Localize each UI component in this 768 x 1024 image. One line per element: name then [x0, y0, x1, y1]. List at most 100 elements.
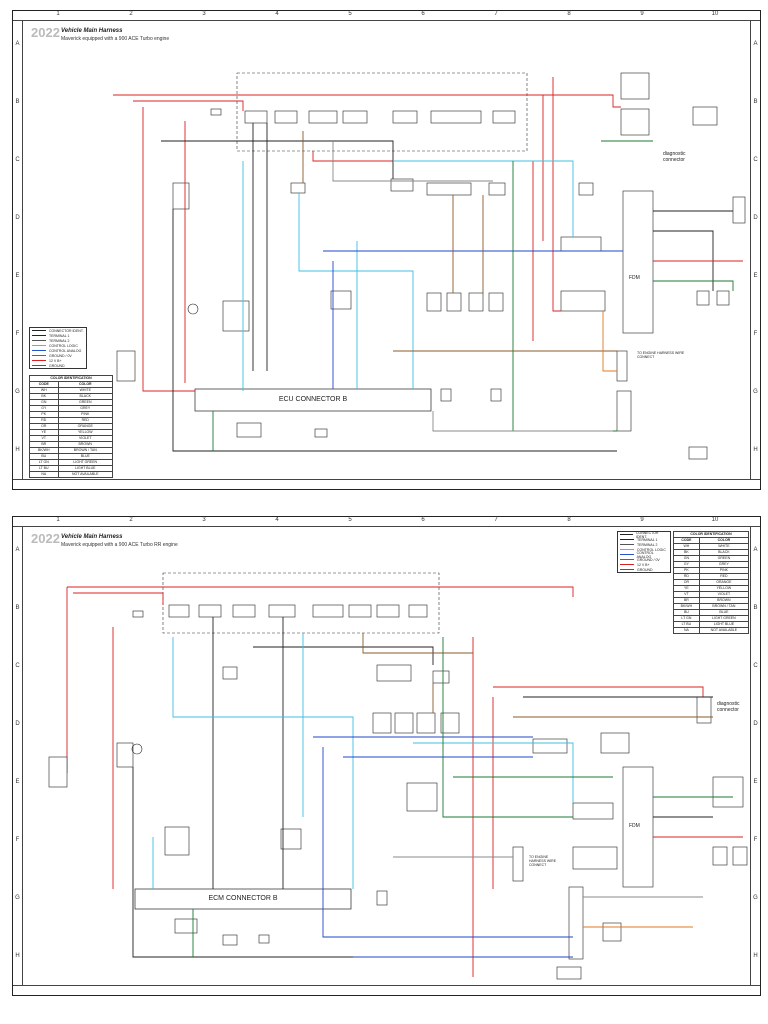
edge-connector — [716, 290, 730, 306]
engine-harness-note: TO ENGINE HARNESS WIRE CONNECT — [529, 855, 557, 867]
edge-connector — [712, 776, 744, 808]
column-number: 3 — [202, 517, 206, 523]
column-number: 2 — [129, 11, 133, 17]
module-connector — [406, 782, 438, 812]
module-connector — [572, 802, 614, 820]
small-connector — [132, 610, 144, 618]
column-number: 5 — [348, 11, 352, 17]
legend-label: TERMINAL 2 — [637, 542, 658, 547]
row-letter: C — [15, 157, 20, 163]
row-letter: C — [15, 663, 20, 669]
table-cell: NA — [29, 471, 59, 478]
module-connector — [532, 738, 568, 754]
bottom-connector — [314, 428, 328, 438]
sensor-connector — [468, 292, 484, 312]
legend-label: GROUND / 0V — [637, 557, 660, 562]
diagram-sheet-1: 1 2 3 4 5 6 7 8 9 10 A B C D E F G H A B… — [12, 10, 761, 490]
legend-swatch — [620, 538, 634, 541]
column-number: 7 — [494, 11, 498, 17]
legend-label: CONTROL LOGIC — [637, 547, 666, 552]
legend-label: GROUND — [637, 567, 653, 572]
row-letter: C — [753, 157, 758, 163]
column-number: 5 — [348, 517, 352, 523]
row-letter: B — [15, 99, 20, 105]
legend-swatch — [620, 568, 634, 571]
sensor-connector — [394, 712, 414, 734]
legend-item: CONNECTOR IDENT. — [30, 328, 86, 333]
sensor-connector — [330, 290, 352, 310]
ground-block — [512, 846, 524, 882]
sheet-title: Vehicle Main Harness — [61, 28, 123, 34]
battery-symbol — [116, 350, 136, 382]
legend-swatch — [32, 364, 46, 367]
relay-connector — [244, 110, 268, 124]
wire-legend: CONNECTOR IDENT. TERMINAL 1 TERMINAL 2 C… — [617, 531, 671, 573]
row-letter: H — [15, 953, 20, 959]
column-number: 7 — [494, 517, 498, 523]
legend-swatch — [32, 329, 46, 332]
sheet-title: Vehicle Main Harness — [61, 534, 123, 540]
legend-item: GROUND / 0V — [618, 557, 670, 562]
relay-connector — [232, 604, 256, 618]
row-letter: E — [753, 779, 758, 785]
ecm-connector-box — [134, 888, 352, 910]
row-letter: B — [753, 605, 758, 611]
module-connector — [572, 846, 618, 870]
legend-label: CONTROL ANALOG — [49, 348, 82, 353]
row-letter: G — [15, 389, 20, 395]
edge-connector — [732, 196, 746, 224]
column-number: 10 — [711, 11, 719, 17]
sheet-subtitle: Maverick equipped with a 900 ACE Turbo R… — [61, 542, 178, 548]
legend-label: GROUND / 0V — [49, 353, 72, 358]
bottom-connector — [236, 422, 262, 438]
legend-label: CONTROL LOGIC — [49, 343, 78, 348]
row-letter: D — [753, 215, 758, 221]
relay-connector — [168, 604, 190, 618]
module-connector — [222, 300, 250, 332]
row-letter: C — [753, 663, 758, 669]
row-letter: D — [753, 721, 758, 727]
year-label: 2022 — [31, 531, 60, 546]
mid-connector — [578, 182, 594, 196]
row-letter: H — [15, 447, 20, 453]
fdm-label: FDM — [629, 823, 640, 829]
fuse-box-outline — [236, 72, 528, 152]
starter-motor-symbol — [131, 743, 143, 755]
sensor-connector — [416, 712, 436, 734]
column-number: 3 — [202, 11, 206, 17]
relay-connector — [348, 604, 372, 618]
legend-swatch — [620, 543, 634, 546]
legend-swatch — [32, 344, 46, 347]
column-number: 6 — [421, 11, 425, 17]
bottom-connector — [688, 446, 708, 460]
starter-connector — [172, 182, 190, 210]
bottom-connector — [556, 966, 582, 980]
row-letter: D — [15, 215, 20, 221]
relay-connector — [274, 110, 298, 124]
relay-connector — [198, 604, 222, 618]
column-number: 9 — [640, 11, 644, 17]
legend-item: CONTROL LOGIC — [30, 343, 86, 348]
sensor-connector — [372, 712, 392, 734]
legend-swatch — [620, 563, 634, 566]
column-number: 8 — [567, 11, 571, 17]
row-letter: B — [753, 99, 758, 105]
table-cell: NOT AVAILABLE — [57, 471, 114, 478]
edge-connector — [712, 846, 728, 866]
sensor-connector — [440, 712, 460, 734]
legend-item: TERMINAL 2 — [30, 338, 86, 343]
bottom-connector — [258, 934, 270, 944]
mid-connector — [376, 664, 412, 682]
relay-connector — [308, 110, 338, 124]
legend-swatch — [620, 553, 634, 556]
bottom-ruler — [13, 985, 760, 995]
ground-block — [568, 886, 584, 960]
legend-label: TERMINAL 2 — [49, 338, 70, 343]
starter-motor-symbol — [187, 303, 199, 315]
bottom-connector — [602, 922, 622, 942]
relay-connector — [376, 604, 400, 618]
row-letter: H — [753, 447, 758, 453]
ground-block — [616, 390, 632, 432]
